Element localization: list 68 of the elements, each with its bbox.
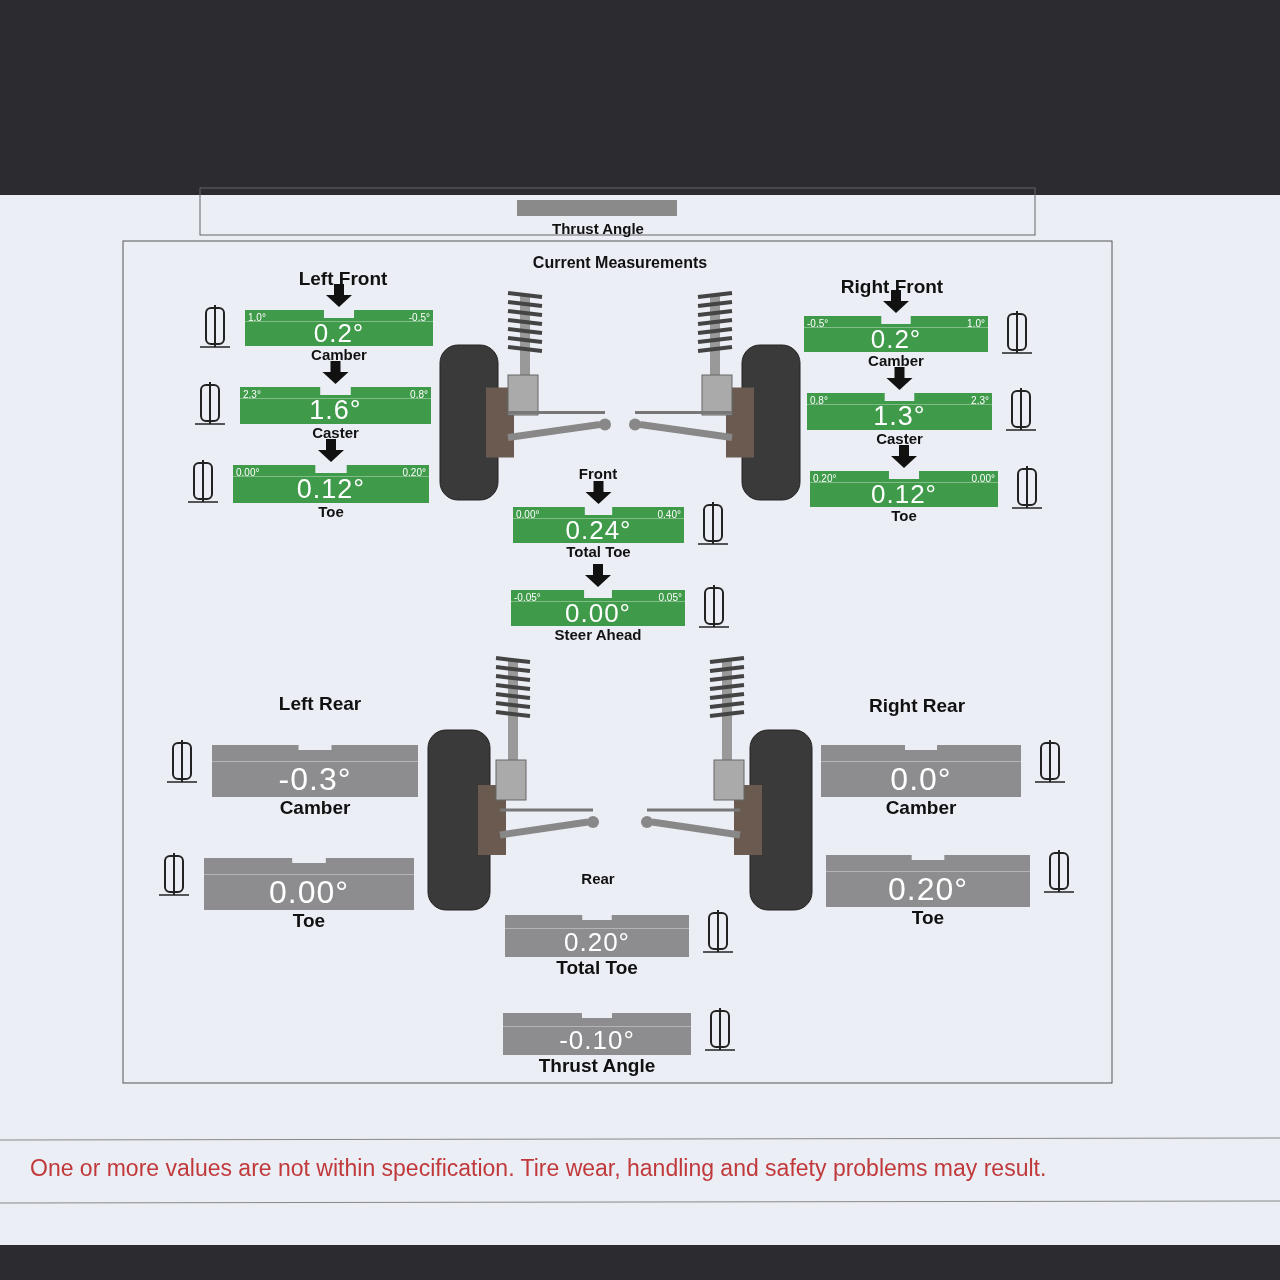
range-min-label: 0.20° xyxy=(813,473,837,484)
range-min-label: 2.3° xyxy=(243,389,261,400)
range-min-label: 1.0° xyxy=(248,312,266,323)
gauge-bar xyxy=(245,310,433,346)
range-max-label: 0.40° xyxy=(657,509,681,520)
gauge-bar xyxy=(826,855,1030,907)
gauge-bar xyxy=(821,745,1021,797)
range-max-label: 2.3° xyxy=(971,395,989,406)
warning-text: One or more values are not within specification. Tire wear, handling and safety problems may result. xyxy=(30,1155,1048,1182)
measurement-label: Total Toe xyxy=(555,957,639,979)
measurement-label: Toe xyxy=(291,910,327,932)
measurement-value: 0.24° xyxy=(564,517,633,543)
measurement-value: 1.3° xyxy=(872,403,927,430)
measurement-value: -0.10° xyxy=(558,1027,636,1053)
gauge-bar xyxy=(804,316,988,352)
range-min-label: -0.5° xyxy=(807,318,829,329)
gauge-bar xyxy=(807,393,992,430)
measurement-label: Steer Ahead xyxy=(553,626,643,643)
measurement-value: 0.2° xyxy=(869,326,923,352)
gauge-bar xyxy=(517,200,677,216)
section-heading: Right Front xyxy=(839,276,945,298)
range-min-label: -0.05° xyxy=(514,592,541,603)
section-heading: Right Rear xyxy=(867,695,967,717)
measurement-label: Caster xyxy=(875,430,924,447)
measurement-label: Toe xyxy=(910,907,946,929)
measurement-value: 0.0° xyxy=(889,763,953,795)
section-heading: Left Front xyxy=(297,268,389,290)
measurement-value: 0.12° xyxy=(295,476,367,503)
gauge-bar xyxy=(212,745,418,797)
measurement-label: Camber xyxy=(884,797,958,819)
measurement-value: 1.6° xyxy=(308,397,363,424)
range-min-label: 0.00° xyxy=(236,467,260,478)
measurement-value: 0.2° xyxy=(312,320,366,346)
range-max-label: 0.8° xyxy=(410,389,428,400)
measurement-label: Thrust Angle xyxy=(537,1055,657,1077)
section-heading: Rear xyxy=(580,870,616,887)
gauge-bar xyxy=(505,915,689,957)
range-max-label: -0.5° xyxy=(408,312,430,323)
measurement-value: 0.20° xyxy=(563,929,631,955)
gauge-bar xyxy=(810,471,998,507)
measurement-value: 0.00° xyxy=(267,876,351,908)
measurement-label: Thrust Angle xyxy=(551,220,645,237)
measurement-value: 0.00° xyxy=(564,600,632,626)
measurement-value: 0.12° xyxy=(870,481,938,507)
measurement-label: Total Toe xyxy=(565,543,632,560)
measurement-label: Camber xyxy=(310,346,368,363)
measurement-label: Toe xyxy=(317,503,345,520)
heading: Current Measurements xyxy=(531,254,709,272)
measurement-value: 0.20° xyxy=(886,873,970,905)
measurement-label: Camber xyxy=(278,797,352,819)
measurement-label: Camber xyxy=(867,352,925,369)
measurement-label: Caster xyxy=(311,424,360,441)
range-max-label: 1.0° xyxy=(967,318,985,329)
gauge-bar xyxy=(204,858,414,910)
gauge-bar xyxy=(503,1013,691,1055)
range-max-label: 0.20° xyxy=(402,467,426,478)
measurement-value: -0.3° xyxy=(277,763,353,795)
range-min-label: 0.8° xyxy=(810,395,828,406)
section-heading: Left Rear xyxy=(277,693,363,715)
gauge-bar xyxy=(513,507,684,543)
range-min-label: 0.00° xyxy=(516,509,540,520)
range-max-label: 0.00° xyxy=(971,473,995,484)
measurement-label: Toe xyxy=(890,507,918,524)
gauge-bar xyxy=(511,590,685,626)
section-heading: Front xyxy=(577,465,619,482)
gauge-bar xyxy=(233,465,429,503)
range-max-label: 0.05° xyxy=(658,592,682,603)
gauge-bar xyxy=(240,387,431,424)
